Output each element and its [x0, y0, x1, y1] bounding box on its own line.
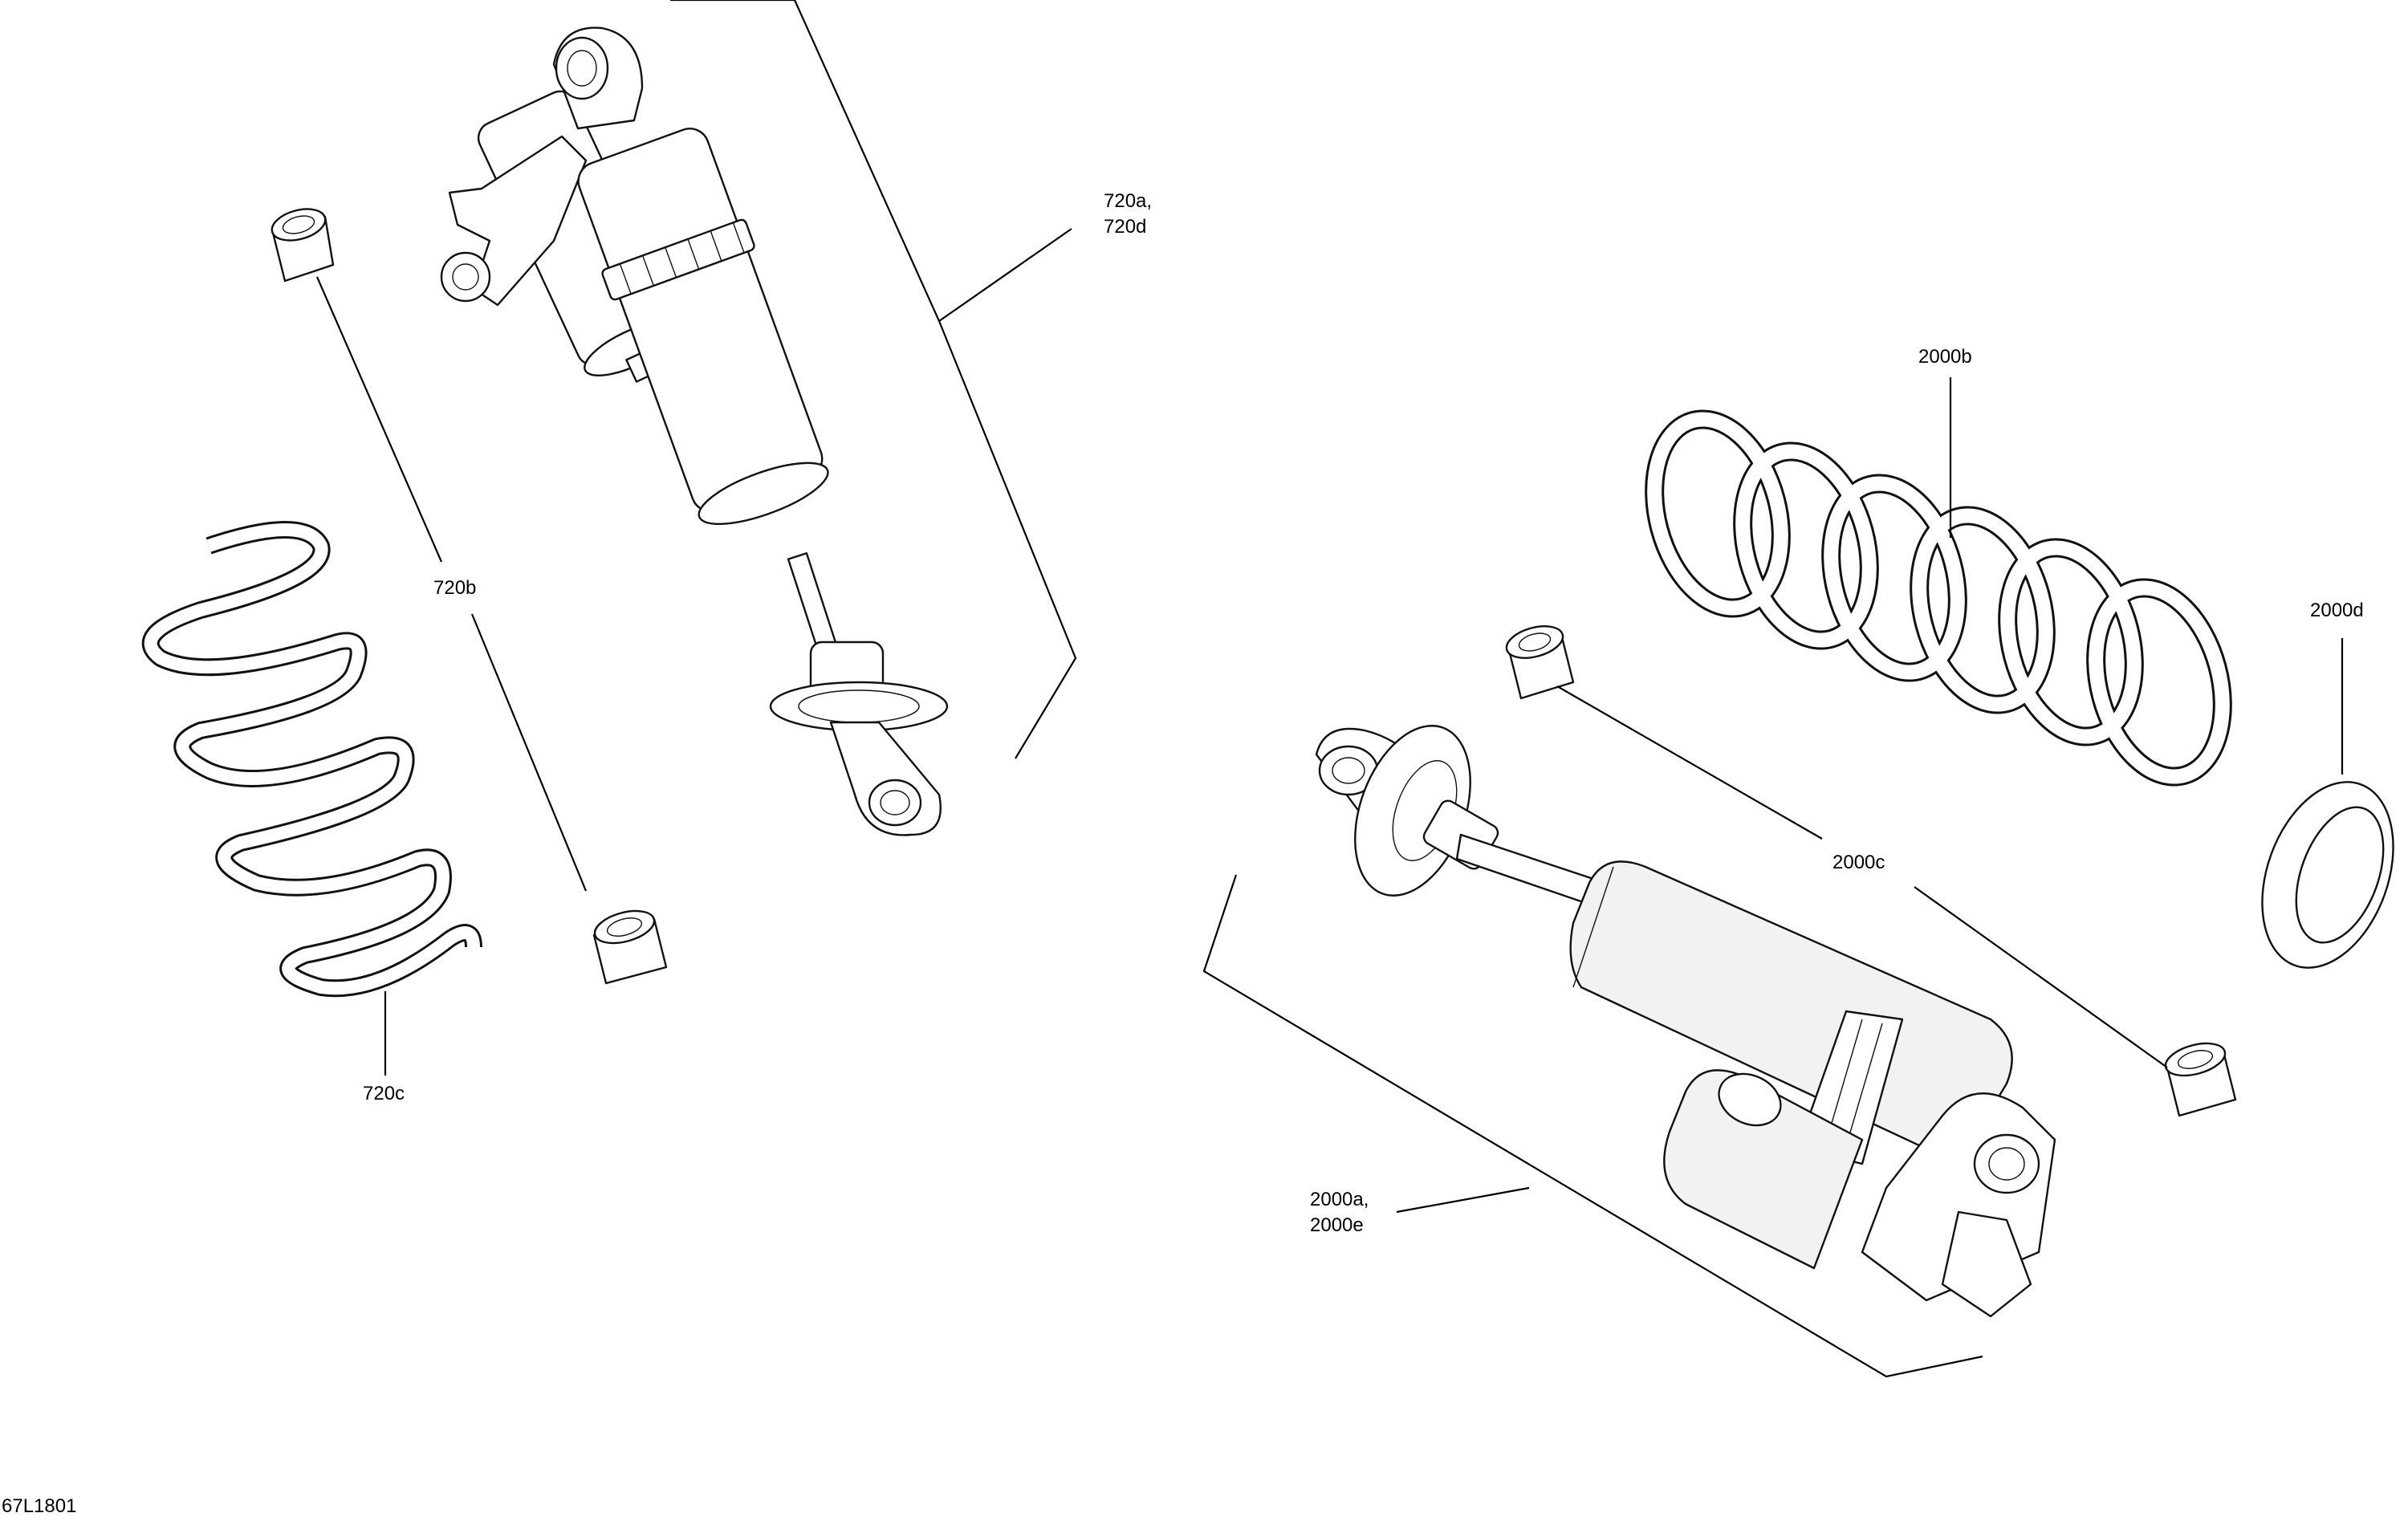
front-bushing-top	[270, 208, 335, 283]
callout-2000e: 2000e	[1310, 1214, 1364, 1236]
rear-bushing-bottom	[2164, 1042, 2237, 1117]
callout-2000c: 2000c	[1832, 852, 1885, 873]
front-shock-absorber	[440, 26, 949, 836]
callout-720d: 720d	[1104, 216, 1146, 238]
leader-lines	[315, 0, 2344, 1378]
callout-720a: 720a,	[1104, 190, 1152, 212]
callout-720c: 720c	[363, 1083, 405, 1104]
callout-2000a: 2000a,	[1310, 1189, 1369, 1210]
rear-coil-spring	[1645, 409, 2232, 787]
rear-shock-absorber	[1315, 725, 2056, 1318]
front-coil-spring	[141, 521, 482, 998]
figure-code: 67L1801	[2, 1495, 76, 1517]
front-bushing-bottom	[592, 909, 668, 985]
callout-2000b: 2000b	[1918, 346, 1972, 368]
callout-720b: 720b	[433, 577, 476, 599]
rear-spring-seat	[2261, 781, 2394, 969]
rear-bushing-top	[1505, 625, 1575, 700]
callout-2000d: 2000d	[2310, 600, 2364, 621]
